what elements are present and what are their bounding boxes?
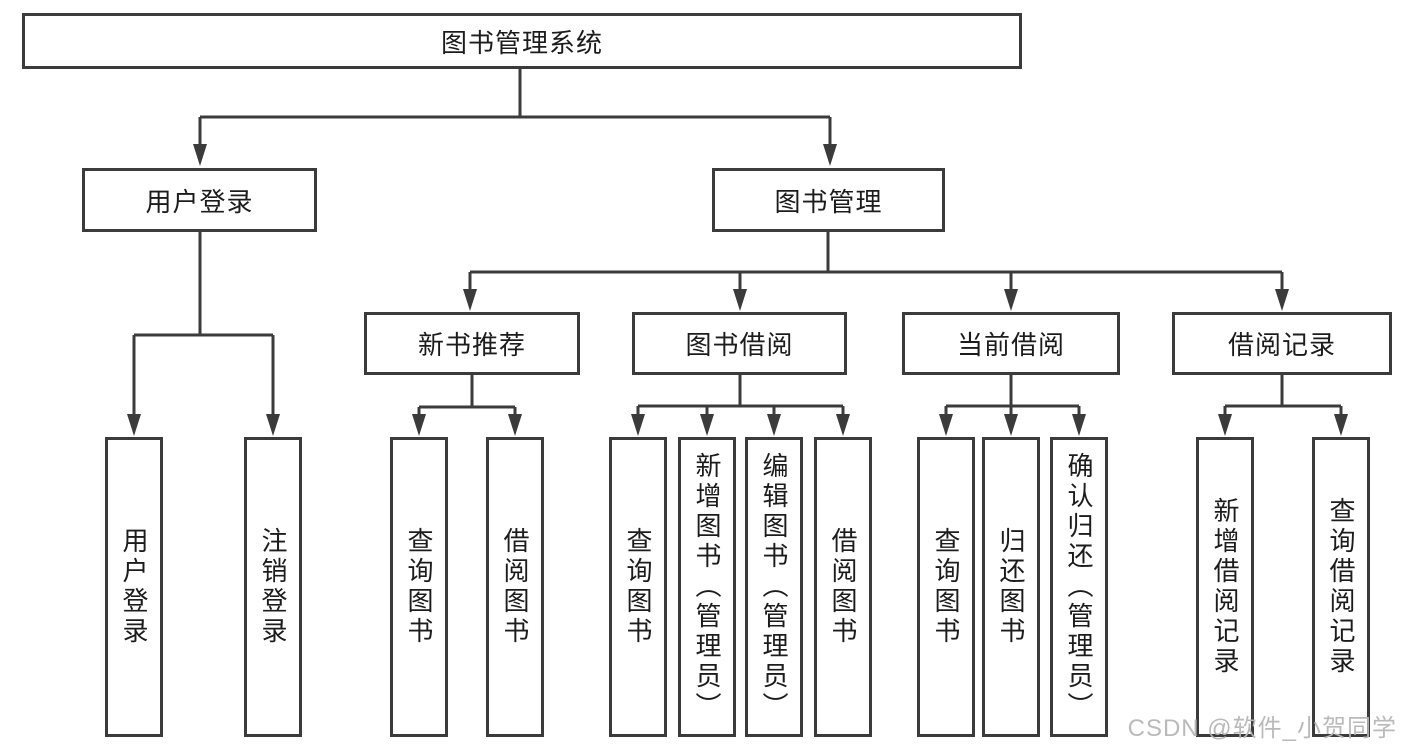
arrowhead xyxy=(1275,289,1289,311)
leaf-label: 查询图书 xyxy=(404,527,434,647)
node-borrow-records: 借阅记录 xyxy=(1172,312,1392,375)
arrowhead xyxy=(1072,414,1086,436)
arrowhead xyxy=(1004,414,1018,436)
leaf-borrow-books: 借阅图书 xyxy=(814,437,872,737)
leaf-label: 借阅图书 xyxy=(500,527,530,647)
connector-book-management-to-sections xyxy=(468,232,1284,291)
node-book-borrow: 图书借阅 xyxy=(632,312,847,375)
leaf-label: 新增借阅记录 xyxy=(1210,497,1240,677)
node-library-management-system: 图书管理系统 xyxy=(22,13,1022,69)
arrowhead xyxy=(631,414,645,436)
arrowhead xyxy=(823,144,837,166)
leaf-label: 用户登录 xyxy=(119,527,149,647)
connector-root-to-level1 xyxy=(198,68,832,146)
leaf-recommend-query-books: 查询图书 xyxy=(390,437,448,737)
leaf-current-query-books: 查询图书 xyxy=(917,437,975,737)
leaf-label: 确认归还（管理员） xyxy=(1064,452,1094,722)
arrowhead xyxy=(508,414,522,436)
leaf-recommend-borrow-books: 借阅图书 xyxy=(486,437,544,737)
arrowhead xyxy=(767,414,781,436)
connector-current-borrow-to-leaves xyxy=(944,375,1081,416)
arrowhead xyxy=(193,144,207,166)
arrowhead xyxy=(733,289,747,311)
leaf-logout: 注销登录 xyxy=(244,437,302,737)
node-user-login: 用户登录 xyxy=(82,168,317,232)
leaf-user-login: 用户登录 xyxy=(105,437,163,737)
arrowhead xyxy=(127,414,141,436)
leaf-add-books-admin: 新增图书（管理员） xyxy=(678,437,736,737)
leaf-label: 编辑图书（管理员） xyxy=(759,452,789,722)
arrowhead xyxy=(412,414,426,436)
leaf-query-borrow-record: 查询借阅记录 xyxy=(1312,437,1370,737)
leaf-label: 查询图书 xyxy=(931,527,961,647)
leaf-label: 查询图书 xyxy=(623,527,653,647)
leaf-edit-books-admin: 编辑图书（管理员） xyxy=(745,437,803,737)
connector-user-login-to-leaves xyxy=(132,232,275,416)
leaf-label: 归还图书 xyxy=(996,527,1026,647)
arrowhead xyxy=(939,414,953,436)
leaf-borrow-query-books: 查询图书 xyxy=(609,437,667,737)
node-new-book-recommend: 新书推荐 xyxy=(364,312,580,375)
arrowheads xyxy=(127,144,1348,436)
connector-book-borrow-to-leaves xyxy=(636,375,845,416)
leaf-label: 新增图书（管理员） xyxy=(692,452,722,722)
leaf-label: 注销登录 xyxy=(258,527,288,647)
leaf-return-books: 归还图书 xyxy=(982,437,1040,737)
connector-borrow-records-to-leaves xyxy=(1223,375,1343,416)
node-book-management: 图书管理 xyxy=(712,168,945,232)
arrowhead xyxy=(1004,289,1018,311)
arrowhead xyxy=(266,414,280,436)
watermark: CSDN @软件_小贺同学 xyxy=(1127,715,1397,742)
leaf-add-borrow-record: 新增借阅记录 xyxy=(1196,437,1254,737)
arrowhead xyxy=(1334,414,1348,436)
leaf-confirm-return-admin: 确认归还（管理员） xyxy=(1050,437,1108,737)
arrowhead xyxy=(463,289,477,311)
arrowhead xyxy=(700,414,714,436)
leaf-label: 查询借阅记录 xyxy=(1326,497,1356,677)
arrowhead xyxy=(1218,414,1232,436)
node-current-borrow: 当前借阅 xyxy=(902,312,1120,375)
connector-new-book-recommend-to-leaves xyxy=(417,375,517,416)
arrowhead xyxy=(836,414,850,436)
leaf-label: 借阅图书 xyxy=(828,527,858,647)
